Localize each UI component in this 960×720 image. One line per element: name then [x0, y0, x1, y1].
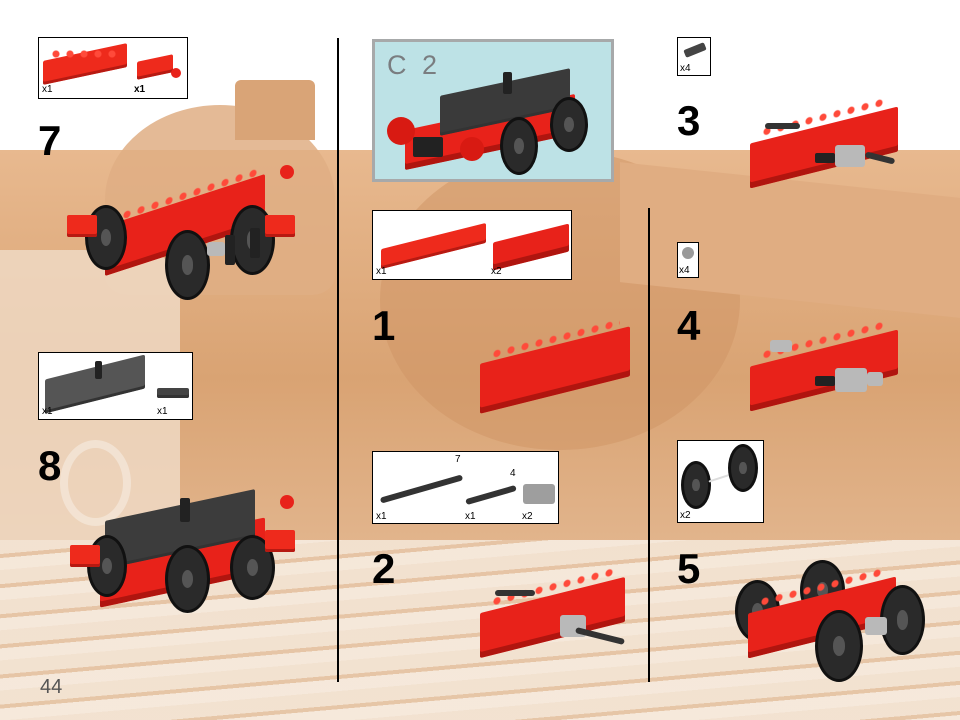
connector-icon	[207, 242, 225, 256]
wheel-icon	[230, 535, 275, 600]
end-plate	[265, 530, 295, 552]
qty-label: x4	[680, 63, 691, 74]
step-number-5: 5	[677, 545, 701, 592]
step-5-model-image	[730, 555, 930, 695]
page-number: 44	[40, 676, 63, 698]
axle	[495, 590, 535, 596]
qty-label: x1	[465, 511, 476, 522]
part-studs	[49, 50, 121, 58]
connector	[865, 617, 887, 635]
connector	[835, 368, 867, 392]
pin	[815, 376, 835, 386]
qty-label: x2	[680, 510, 691, 521]
part-axle-pin-connector	[523, 484, 555, 504]
step-1-model-image	[475, 315, 635, 414]
bush	[867, 372, 883, 386]
pin-icon	[225, 235, 235, 265]
step-number-2: 2	[372, 545, 396, 592]
submodel-label: C 2	[387, 50, 442, 80]
column-divider-right	[648, 208, 650, 682]
part-technic-pin-black	[683, 42, 707, 58]
background-wheel	[60, 440, 131, 526]
part-technic-axle-4	[465, 484, 517, 506]
qty-label: x4	[679, 265, 690, 276]
wheel-icon	[550, 97, 588, 152]
part-plate-2x8-red	[381, 222, 486, 270]
parts-list-step-2: 7 4 x1 x1 x2	[372, 451, 559, 524]
parts-list-step-3: x4	[677, 37, 711, 76]
part-train-wheel	[681, 461, 711, 509]
end-plate	[67, 215, 97, 237]
bush	[770, 340, 792, 352]
step-3-model-image	[745, 95, 905, 190]
pin-icon	[250, 228, 260, 258]
part-tile-grille	[157, 388, 189, 398]
qty-label: x1	[376, 511, 387, 522]
qty-label: x1	[42, 406, 53, 417]
qty-label: x1	[376, 266, 387, 277]
parts-list-step-7: x1 x1	[38, 37, 188, 99]
step-number-3: 3	[677, 97, 701, 144]
wheel-icon	[815, 610, 863, 682]
step-number-4: 4	[677, 302, 701, 349]
axle	[765, 123, 800, 129]
parts-list-step-1: x1 x2	[372, 210, 572, 280]
end-plate	[70, 545, 100, 567]
part-plate-with-towball-red	[137, 54, 173, 80]
towball-icon	[280, 495, 294, 509]
step-7-model-image	[65, 160, 305, 300]
end-plate	[265, 215, 295, 237]
qty-label: x2	[522, 511, 533, 522]
column-divider-left	[337, 38, 339, 682]
wheel-icon	[85, 205, 127, 270]
wheel-icon	[500, 117, 538, 175]
wheel-icon	[165, 545, 210, 613]
part-bush-light-grey	[682, 247, 694, 259]
background-smokestack	[235, 80, 315, 140]
qty-label: x1	[42, 84, 53, 95]
towball-icon	[280, 165, 294, 179]
part-technic-axle-7	[379, 474, 464, 504]
coupling-icon	[387, 117, 415, 145]
part-pin-on-plate	[95, 361, 102, 379]
step-4-model-image	[745, 320, 905, 415]
submodel-preview-box: C 2	[372, 39, 614, 182]
step-number-1: 1	[372, 302, 396, 349]
coupling-icon	[460, 137, 484, 161]
parts-list-step-8: x1 x1	[38, 352, 193, 420]
step-8-model-image	[65, 489, 305, 620]
wheel-icon	[165, 230, 210, 300]
axle-size-label: 7	[455, 454, 461, 465]
step-number-7: 7	[38, 117, 62, 164]
part-train-wheel	[728, 444, 758, 492]
step-number-8: 8	[38, 442, 62, 489]
parts-list-step-5: x2	[677, 440, 764, 523]
submodel-pin	[503, 72, 512, 94]
connector	[835, 145, 865, 167]
axle-size-label: 4	[510, 468, 516, 479]
bogie-pin	[180, 498, 190, 522]
qty-label: x1	[157, 406, 168, 417]
parts-list-step-4: x4	[677, 242, 699, 278]
part-technic-brick-1x6-red	[493, 223, 569, 271]
step-2-model-image	[475, 565, 635, 665]
qty-label: x1	[134, 84, 146, 95]
pin	[815, 153, 835, 163]
coupler-icon	[413, 137, 443, 157]
qty-label: x2	[491, 266, 502, 277]
towball-icon	[171, 68, 181, 78]
